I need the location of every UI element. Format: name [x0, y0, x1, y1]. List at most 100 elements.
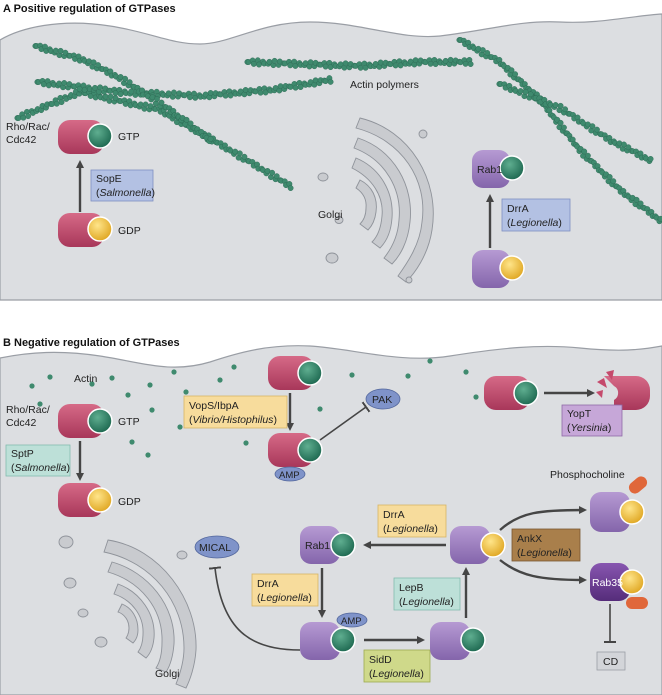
- drra-name-a: DrrA: [507, 203, 529, 215]
- rab35: [590, 563, 648, 609]
- gtp-label-b: GTP: [118, 416, 140, 428]
- drra-org-b2: Legionella: [261, 592, 309, 604]
- panel-a-title: A Positive regulation of GTPases: [3, 3, 176, 15]
- yopt-name: YopT: [567, 408, 592, 420]
- rab35-label: Rab35: [592, 577, 623, 589]
- actin-bead: [392, 62, 399, 69]
- actin-bead: [522, 88, 529, 95]
- actin-bead: [637, 200, 644, 207]
- actin-bead: [236, 150, 243, 157]
- rab1-gtp-b: [300, 526, 356, 564]
- actin-bead: [97, 84, 104, 91]
- golgi-b-label: Golgi: [155, 668, 180, 680]
- yopt-box: YopT (Yersinia): [561, 404, 623, 437]
- actin-bead: [594, 126, 600, 133]
- actin-bead: [154, 96, 160, 103]
- golgi-a-label: Golgi: [318, 209, 343, 221]
- actin-bead: [589, 123, 596, 130]
- yopt-org: Yersinia: [571, 422, 609, 434]
- actin-bead: [61, 80, 68, 86]
- actin-bead: [484, 50, 491, 56]
- actin-bead: [107, 93, 114, 100]
- svg-text:(Salmonella): (Salmonella): [96, 187, 155, 199]
- actin-bead: [561, 124, 567, 131]
- rho-label-a-1: Rho/Rac/: [6, 121, 50, 133]
- actin-bead: [297, 84, 304, 90]
- actin-bead: [621, 141, 627, 148]
- actin-bead: [581, 148, 588, 155]
- lepb-name: LepB: [399, 582, 424, 594]
- actin-bead: [187, 120, 194, 127]
- rho-gdp-b: [58, 483, 113, 517]
- actin-bead: [552, 102, 559, 108]
- gdp-label-b: GDP: [118, 496, 141, 508]
- actin-bead: [95, 62, 102, 68]
- drra-org-b1: Legionella: [387, 523, 435, 535]
- actin-bead: [557, 102, 564, 109]
- sidd-org: Legionella: [373, 668, 421, 680]
- actin-bead: [158, 99, 165, 106]
- svg-text:(Legionella): (Legionella): [257, 592, 312, 604]
- actin-bead: [273, 173, 280, 180]
- lepb-org: Legionella: [403, 596, 451, 608]
- ankx-name: AnkX: [517, 533, 542, 545]
- actin-bead: [57, 47, 64, 54]
- drra-box-b1: DrrA (Legionella): [377, 504, 447, 538]
- actin-bead: [137, 101, 144, 108]
- actin-bead: [102, 93, 109, 100]
- sptp-org: Salmonella: [15, 462, 67, 474]
- cell-a: [0, 13, 662, 301]
- rho-gtp-b: [58, 404, 113, 438]
- vops-box: VopS/IbpA (Vibrio/Histophilus): [183, 395, 288, 429]
- actin-bead: [517, 88, 524, 94]
- sope-org: Salmonella: [100, 187, 152, 199]
- actin-bead: [625, 144, 632, 151]
- vops-org: Vibrio/Histophilus: [193, 414, 275, 426]
- drra-name-b1: DrrA: [383, 509, 405, 521]
- rab1-gtp-c: [430, 622, 486, 660]
- amp-label-2: AMP: [341, 616, 362, 627]
- rab1-amp: [300, 612, 368, 660]
- pak-oval: [365, 388, 401, 410]
- sope-box: SopE (Salmonella): [90, 169, 155, 202]
- rho-gtp-a: [58, 120, 113, 154]
- cd-label: CD: [603, 656, 619, 668]
- amp-label-1: AMP: [279, 470, 300, 481]
- drra-box-b2: DrrA (Legionella): [251, 573, 319, 607]
- actin-bead: [657, 215, 662, 222]
- actin-bead: [25, 113, 32, 120]
- actin-bead: [647, 155, 654, 162]
- svg-text:(Legionella): (Legionella): [399, 596, 454, 608]
- actin-bead: [142, 101, 149, 108]
- phosphocholine-label: Phosphocholine: [550, 469, 625, 481]
- svg-text:(Legionella): (Legionella): [507, 217, 562, 229]
- rho-label-b-1: Rho/Rac/: [6, 404, 50, 416]
- actin-bead: [606, 174, 613, 180]
- drra-name-b2: DrrA: [257, 578, 279, 590]
- ankx-arrow-down: [499, 559, 587, 584]
- actin-bead: [584, 152, 591, 159]
- sidd-name: SidD: [369, 654, 392, 666]
- actin-bead: [222, 92, 229, 99]
- rho-gdp-a: [58, 213, 113, 247]
- svg-text:(Salmonella): (Salmonella): [11, 462, 70, 474]
- gdp-label-a: GDP: [118, 225, 141, 237]
- drra-org-a: Legionella: [511, 217, 559, 229]
- pak-label: PAK: [372, 394, 392, 406]
- rab1-gtp-a: [472, 150, 525, 188]
- sope-name: SopE: [96, 173, 122, 185]
- rho-gtp-yopt: [484, 376, 539, 410]
- sptp-box: SptP (Salmonella): [5, 444, 71, 477]
- svg-text:(Legionella): (Legionella): [383, 523, 438, 535]
- actin-bead: [467, 61, 474, 67]
- mical-oval: [194, 535, 240, 559]
- actin-bead: [269, 169, 276, 176]
- actin-label-b: Actin: [74, 373, 98, 385]
- sptp-name: SptP: [11, 448, 34, 460]
- actin-bead: [122, 75, 129, 82]
- ankx-arrow-up: [499, 506, 587, 531]
- actin-polymers: [14, 37, 662, 225]
- rho-amp: [268, 433, 323, 482]
- rab1-label-a: Rab1: [477, 164, 502, 176]
